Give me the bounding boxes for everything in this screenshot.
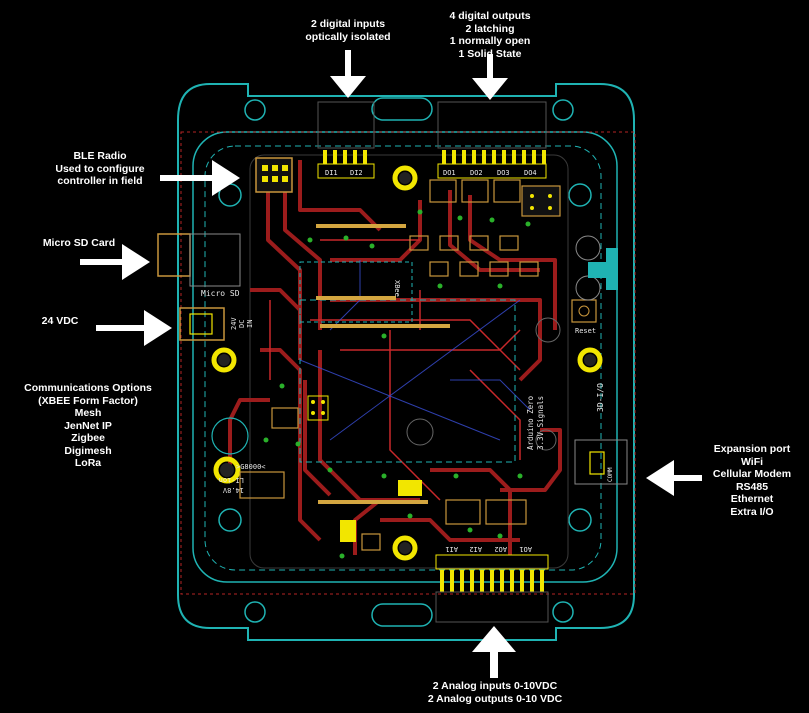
label-digital-outputs: 4 digital outputs 2 latching 1 normally … <box>449 10 531 60</box>
silk-di2: DI2 <box>350 169 363 177</box>
arrow-right-micro-sd <box>80 244 150 280</box>
silk-ai1: AI1 <box>445 545 458 553</box>
vias <box>263 209 531 559</box>
corner-hole-tr <box>568 183 592 207</box>
arduino-mount-3 <box>535 429 557 451</box>
label-micro-sd: Micro SD Card <box>42 237 116 249</box>
silk-battery-code: >G8000< <box>236 463 266 471</box>
label-24vdc: 24 VDC <box>41 315 79 327</box>
label-ble-radio: BLE Radio Used to configure controller i… <box>55 150 145 187</box>
corner-hole-bl <box>218 508 242 532</box>
silk-do3: DO3 <box>497 169 510 177</box>
silk-micro-sd: Micro SD <box>201 289 240 298</box>
mount-hole-tl <box>244 99 266 121</box>
analog-terminal-block <box>435 554 549 623</box>
silk-24v: 24V <box>230 317 238 330</box>
arrow-down-digital-inputs <box>330 50 366 98</box>
label-expansion: Expansion port WiFi Cellular Modem RS485… <box>712 443 792 518</box>
silk-14v: 14.8V <box>222 486 244 494</box>
silk-di1: DI1 <box>325 169 338 177</box>
silk-ao1: AO1 <box>519 545 532 553</box>
mount-hole-br <box>552 601 574 623</box>
do-terminal-block <box>437 101 547 179</box>
label-comms: Communications Options (XBEE Form Factor… <box>24 382 152 469</box>
silk-comm: COMM <box>607 467 614 482</box>
silk-xbee: XBee <box>393 280 401 297</box>
mount-hole-tr <box>552 99 574 121</box>
header-rows <box>316 224 450 504</box>
arduino-outline <box>299 299 516 463</box>
silk-liion: LI-ion <box>219 476 244 484</box>
enclosure-outline <box>177 83 635 641</box>
yellow-cap-2 <box>340 520 356 542</box>
expansion-port <box>574 439 628 485</box>
silk-ao2: AO2 <box>494 545 507 553</box>
label-analog: 2 Analog inputs 0-10VDC 2 Analog outputs… <box>427 680 563 705</box>
ring-pads <box>211 165 603 561</box>
bottom-ic <box>445 499 481 525</box>
arrow-right-power <box>96 310 172 346</box>
silk-in: IN <box>246 320 254 328</box>
silk-signals: 3.3V Signals <box>536 396 545 450</box>
corner-hole-br <box>568 508 592 532</box>
config-header <box>307 395 329 421</box>
silk-do4: DO4 <box>524 169 537 177</box>
arrow-right-ble <box>160 160 240 196</box>
arrow-down-digital-outputs <box>472 54 508 100</box>
power-jack <box>179 307 225 341</box>
board-red-outline <box>180 131 636 595</box>
micro-sd-socket <box>157 233 191 277</box>
power-ic <box>271 407 299 429</box>
silk-do1: DO1 <box>443 169 456 177</box>
bottom-ic-2 <box>485 499 527 525</box>
silk-dc: DC <box>238 320 246 328</box>
mount-hole-bl <box>244 601 266 623</box>
silkscreen-labels: DI1 DI2 DO1 DO2 DO3 DO4 XBee Micro SD Re… <box>201 169 614 553</box>
arrow-up-analog <box>472 626 516 678</box>
ble-module <box>255 157 293 193</box>
silk-reset: Reset <box>575 327 596 335</box>
silk-ai2: AI2 <box>469 545 482 553</box>
mount-slot-top <box>371 97 433 121</box>
silk-do2: DO2 <box>470 169 483 177</box>
expansion-teal-connector <box>588 248 618 290</box>
label-digital-inputs: 2 digital inputs optically isolated <box>305 18 391 43</box>
thin-traces <box>269 239 521 501</box>
silk-arduino: Arduino Zero <box>526 395 535 450</box>
bottom-inductor <box>361 533 381 551</box>
pcb-body <box>249 154 569 569</box>
reset-button-footprint <box>571 299 597 323</box>
mount-slot-bottom <box>371 603 433 627</box>
left-battery-conn <box>239 471 285 499</box>
battery-holder <box>211 417 249 455</box>
di-terminal-block <box>317 101 375 179</box>
xbee-outline <box>299 261 413 323</box>
arduino-mount-2 <box>406 418 434 446</box>
arrow-left-expansion <box>646 460 702 496</box>
yellow-cap-1 <box>398 480 422 496</box>
ssr-chip <box>521 185 561 217</box>
output-relays <box>409 179 539 277</box>
silk-rev: 3D-I/O <box>596 383 605 412</box>
arduino-mount-1 <box>535 317 561 343</box>
